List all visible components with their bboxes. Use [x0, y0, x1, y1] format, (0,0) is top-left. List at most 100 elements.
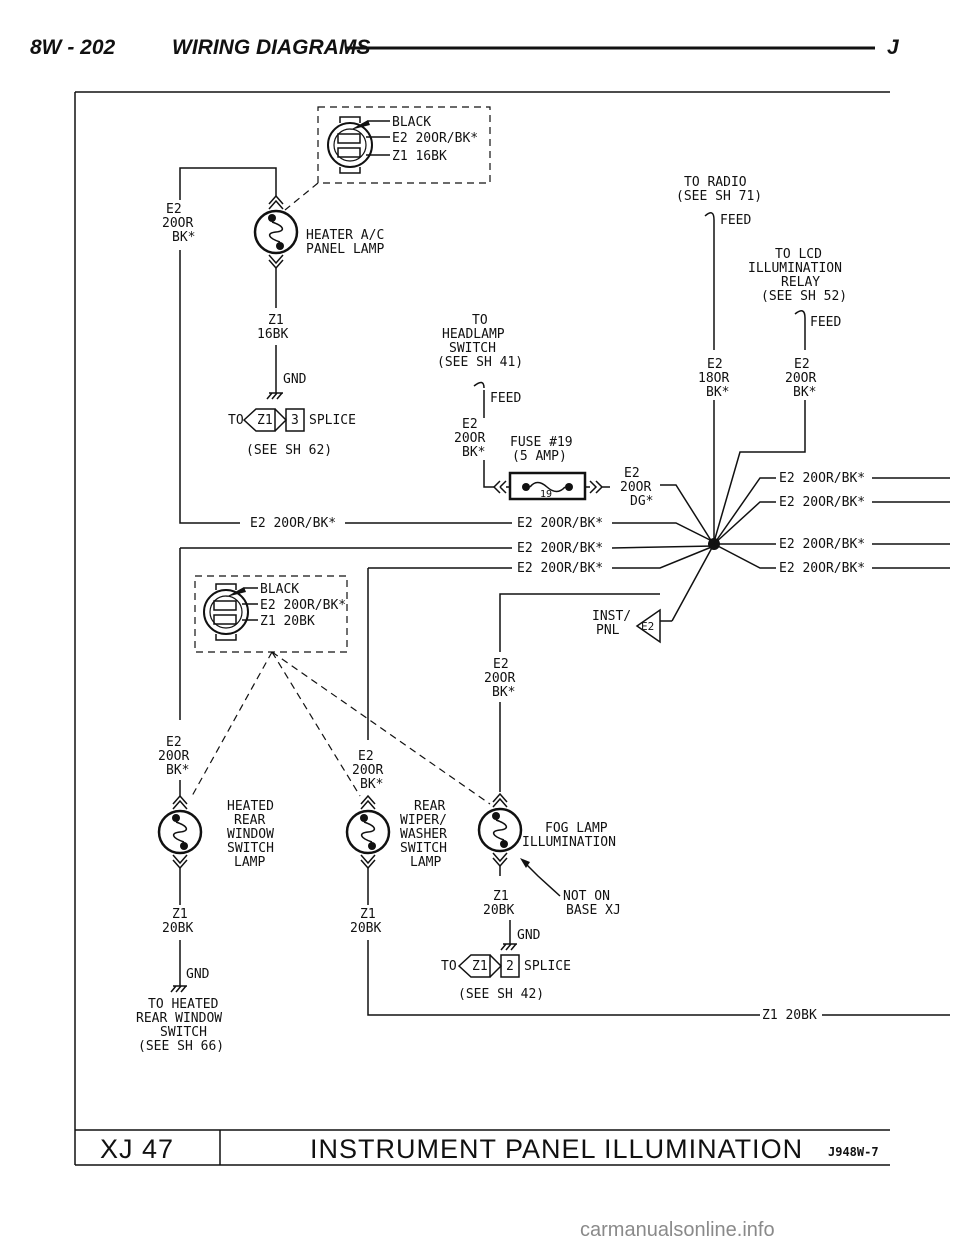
bus-left-top: E2 20OR/BK*: [250, 516, 336, 531]
hrw-label-3: WINDOW: [227, 827, 274, 842]
hrw-to-2: REAR WINDOW: [136, 1011, 222, 1026]
heater-lamp-label-1: HEATER A/C: [306, 228, 384, 243]
fuse-icon: [508, 471, 587, 501]
rww-label-3: WASHER: [400, 827, 447, 842]
top-conn-e2: E2 20OR/BK*: [392, 131, 478, 146]
splice3-to: TO: [228, 413, 244, 428]
hrw-label-2: REAR: [234, 813, 265, 828]
rww-label-2: WIPER/: [400, 813, 447, 828]
lcd-feed-label: FEED: [810, 315, 841, 330]
top-conn-z1: Z1 16BK: [392, 149, 447, 164]
lcd-see: (SEE SH 52): [761, 289, 847, 304]
hrw-lamp-icon: [157, 794, 203, 870]
hrw-label-1: HEATED: [227, 799, 274, 814]
lcd-illumination: ILLUMINATION: [748, 261, 842, 276]
inst-pnl-label-2: PNL: [596, 623, 620, 638]
headlamp-see: (SEE SH 41): [437, 355, 523, 370]
fog-wire-z1: Z1: [493, 889, 509, 904]
lcd-relay-feed: TO LCD ILLUMINATION RELAY (SEE SH 52) FE…: [713, 247, 847, 543]
radio-wire-e2: E2: [707, 357, 723, 372]
splice2-see: (SEE SH 42): [458, 987, 544, 1002]
radio-wire-color: 18OR: [698, 371, 729, 386]
rww-label-1: REAR: [414, 799, 445, 814]
page-number: 8W - 202: [30, 36, 116, 59]
bus-right-2: E2 20OR/BK*: [779, 495, 865, 510]
heater-wire-color: 20OR: [162, 216, 193, 231]
hrw-wire-z1: Z1: [172, 907, 188, 922]
splice-z1-3: TO Z1 3 SPLICE (SEE SH 62): [228, 408, 356, 458]
ground-bus-label: Z1 20BK: [762, 1008, 817, 1023]
headlamp-name: HEADLAMP: [442, 327, 505, 342]
splice2-label: SPLICE: [524, 959, 571, 974]
heater-lamp-icon: [253, 194, 299, 270]
headlamp-wire-tracer: BK*: [462, 445, 485, 460]
figure-code: J948W-7: [828, 1145, 879, 1159]
section-title: WIRING DIAGRAMS: [172, 36, 370, 59]
rww-wire-color: 20OR: [352, 763, 383, 778]
diagram-frame: [74, 91, 890, 1166]
fog-lamp-icon: [477, 792, 523, 868]
rww-wire-tracer: BK*: [360, 777, 383, 792]
vehicle-code: J: [887, 36, 900, 59]
fuse-label: FUSE #19: [510, 435, 573, 450]
connector-heater-lamp: BLACK E2 20OR/BK* Z1 16BK: [284, 106, 491, 211]
fuse-out-color: 20OR: [620, 480, 651, 495]
hrw-to-1: TO HEATED: [148, 997, 219, 1012]
fog-wire-color: 20OR: [484, 671, 515, 686]
fog-lamp-illumination: FOG LAMP ILLUMINATION Z1 20BK NOT ON BAS…: [441, 792, 621, 1002]
hrw-gnd: GND: [186, 967, 210, 982]
hrw-label-5: LAMP: [234, 855, 265, 870]
lcd-relay: RELAY: [781, 275, 820, 290]
heater-wire-z1-color: 16BK: [257, 327, 288, 342]
fog-wire-e2: E2: [493, 657, 509, 672]
fuse-amp: (5 AMP): [512, 449, 567, 464]
headlamp-feed-label: FEED: [490, 391, 521, 406]
rww-wire-z1-color: 20BK: [350, 921, 381, 936]
mid-conn-z1: Z1 20BK: [260, 614, 315, 629]
inst-pnl-id: E2: [641, 620, 654, 633]
fog-label-2: ILLUMINATION: [522, 835, 616, 850]
headlamp-feed: TO HEADLAMP SWITCH (SEE SH 41) FEED E2 2…: [437, 313, 523, 488]
splice3-see: (SEE SH 62): [246, 443, 332, 458]
hrw-wire-color: 20OR: [158, 749, 189, 764]
hrw-to-4: (SEE SH 66): [138, 1039, 224, 1054]
mid-conn-black: BLACK: [260, 582, 299, 597]
sheet-id: XJ 47: [100, 1134, 174, 1164]
top-conn-black: BLACK: [392, 115, 431, 130]
splice3-id: Z1: [257, 413, 273, 428]
fog-wire-tracer: BK*: [492, 685, 515, 700]
inst-pnl-label-1: INST/: [592, 609, 631, 624]
mid-conn-e2: E2 20OR/BK*: [260, 598, 346, 613]
bus-mid-3: E2 20OR/BK*: [517, 561, 603, 576]
rww-wire-e2: E2: [358, 749, 374, 764]
lcd-wire-e2: E2: [794, 357, 810, 372]
heater-lamp-label-2: PANEL LAMP: [306, 242, 384, 257]
watermark: carmanualsonline.info: [580, 1219, 775, 1241]
lcd-to: TO LCD: [775, 247, 822, 262]
fuse-number: 19: [540, 489, 552, 500]
rww-lamp-icon: [345, 794, 391, 870]
rww-wire-z1: Z1: [360, 907, 376, 922]
splice2-id: Z1: [472, 959, 488, 974]
bus-right-1: E2 20OR/BK*: [779, 471, 865, 486]
heater-panel-lamp: HEATER A/C PANEL LAMP E2 20OR BK* Z1 16B…: [162, 167, 384, 524]
page-header: 8W - 202 WIRING DIAGRAMS J: [30, 36, 900, 59]
lcd-wire-color: 20OR: [785, 371, 816, 386]
headlamp-wire-color: 20OR: [454, 431, 485, 446]
hrw-wire-tracer: BK*: [166, 763, 189, 778]
bus-right-3: E2 20OR/BK*: [779, 537, 865, 552]
e2-bus: E2 20OR/BK* E2 20OR/BK* E2 20OR/BK* E2 2…: [179, 471, 950, 740]
fog-wire-z1-color: 20BK: [483, 903, 514, 918]
radio-see: (SEE SH 71): [676, 189, 762, 204]
heater-wire-e2: E2: [166, 202, 182, 217]
fuse-out-e2: E2: [624, 466, 640, 481]
heater-gnd: GND: [283, 372, 307, 387]
connector-switch-lamps: BLACK E2 20OR/BK* Z1 20BK: [191, 575, 491, 805]
splice2-to: TO: [441, 959, 457, 974]
bus-mid-1: E2 20OR/BK*: [517, 516, 603, 531]
heater-wire-z1: Z1: [268, 313, 284, 328]
rww-label-4: SWITCH: [400, 841, 447, 856]
hrw-label-4: SWITCH: [227, 841, 274, 856]
headlamp-to: TO: [472, 313, 488, 328]
